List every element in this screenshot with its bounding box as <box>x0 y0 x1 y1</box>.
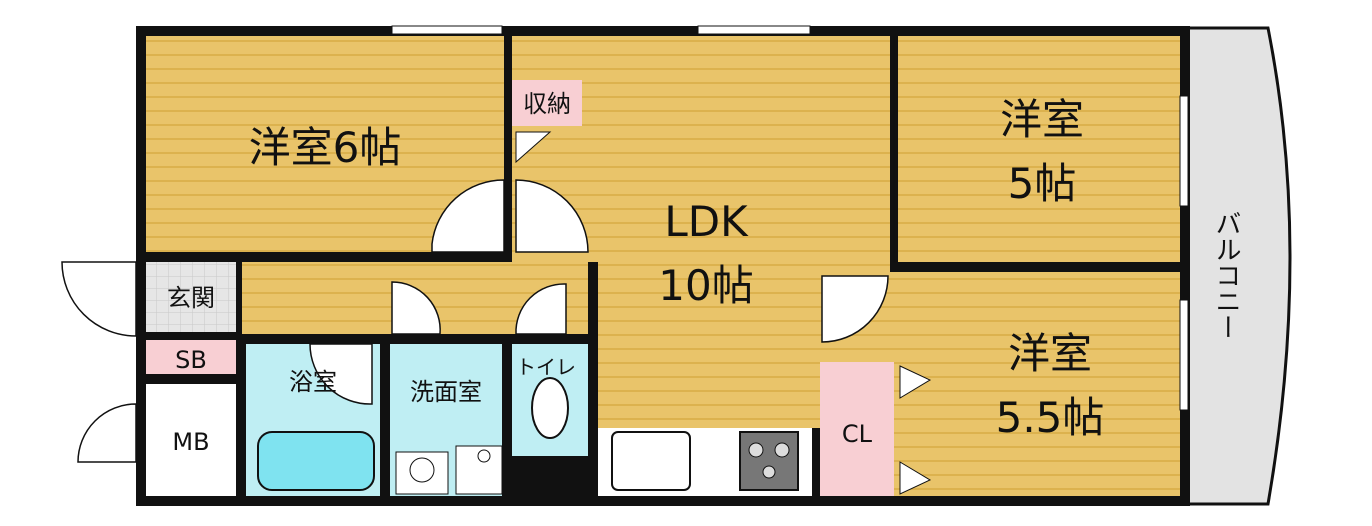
label-ldk-size: 10帖 <box>658 261 753 310</box>
closet-door-mark-upper <box>899 365 932 399</box>
label-washroom: 洗面室 <box>410 378 482 406</box>
label-balcony: バルコニー <box>1211 210 1241 340</box>
label-toilet: トイレ <box>516 355 576 379</box>
door-swing-room55 <box>821 275 889 343</box>
door-swing-mb <box>77 403 137 463</box>
toilet-bowl <box>531 377 569 439</box>
western-room-5-floor <box>898 36 1180 262</box>
window-right-upper <box>1179 95 1189 207</box>
label-closet: CL <box>842 420 873 448</box>
entrance-tile <box>146 262 236 332</box>
storage-door-mark <box>515 131 552 164</box>
label-western-room-6: 洋室6帖 <box>249 123 402 172</box>
gas-stove <box>739 431 799 491</box>
closet-area <box>820 362 894 496</box>
label-western-room-5-title: 洋室 <box>1000 95 1084 144</box>
label-shoe-box: SB <box>175 346 207 374</box>
door-swing-entrance <box>61 261 137 337</box>
label-western-room-55-title: 洋室 <box>1008 329 1092 378</box>
window-top-center <box>697 25 811 35</box>
door-swing-washroom <box>391 281 441 335</box>
label-western-room-5-size: 5帖 <box>1008 159 1077 208</box>
balcony-area <box>1186 26 1292 506</box>
washing-machine-drain <box>477 449 491 463</box>
door-swing-western-6 <box>431 179 505 253</box>
label-storage: 収納 <box>523 90 571 118</box>
label-bath: 浴室 <box>289 368 337 396</box>
label-ldk: LDK <box>664 197 749 246</box>
bathtub <box>257 431 375 491</box>
basin-bowl <box>409 457 435 483</box>
label-western-room-55-size: 5.5帖 <box>996 393 1105 442</box>
window-top-left <box>391 25 503 35</box>
window-right-lower <box>1179 299 1189 411</box>
storage-area <box>512 80 582 126</box>
stove-burner-right <box>774 442 790 458</box>
door-swing-toilet <box>515 283 567 335</box>
stove-burner-bottom <box>762 465 776 479</box>
label-entrance: 玄関 <box>167 284 215 312</box>
label-meter-box: MB <box>172 428 209 456</box>
door-swing-bath <box>309 343 373 405</box>
shoe-box-area <box>146 340 236 374</box>
meter-box-area <box>146 384 236 496</box>
closet-door-mark-lower <box>899 461 932 495</box>
door-swing-ldk <box>515 179 589 253</box>
stove-burner-left <box>748 442 764 458</box>
kitchen-sink <box>611 431 691 491</box>
